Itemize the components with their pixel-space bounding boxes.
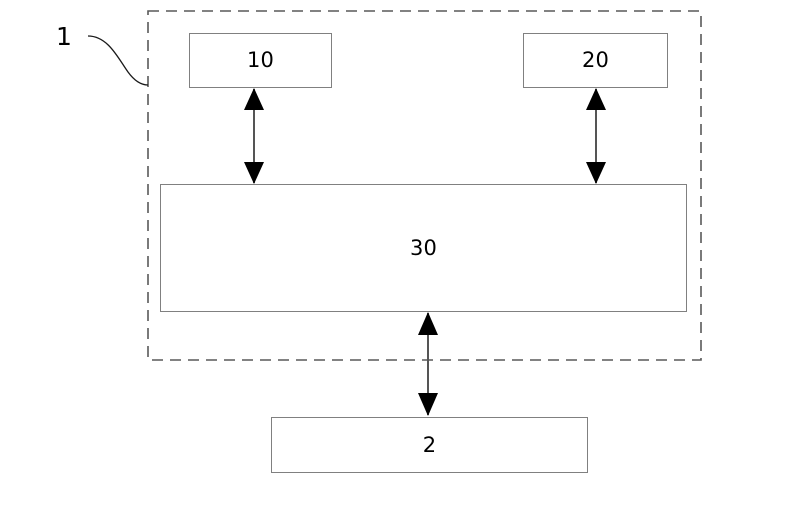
- leader-line-1-icon: [87, 35, 149, 86]
- system-boundary: [147, 10, 702, 361]
- block-30[interactable]: 30: [160, 184, 687, 312]
- block-2[interactable]: 2: [271, 417, 588, 473]
- block-20-label: 20: [581, 48, 610, 72]
- block-2-label: 2: [422, 432, 437, 457]
- arrow-10-30: [244, 88, 264, 184]
- block-20[interactable]: 20: [523, 33, 668, 88]
- block-10-label: 10: [246, 48, 275, 72]
- block-10[interactable]: 10: [189, 33, 332, 88]
- reference-label-1: 1: [56, 22, 72, 51]
- block-30-label: 30: [409, 235, 438, 260]
- arrow-30-2: [418, 312, 438, 416]
- arrow-20-30: [586, 88, 606, 184]
